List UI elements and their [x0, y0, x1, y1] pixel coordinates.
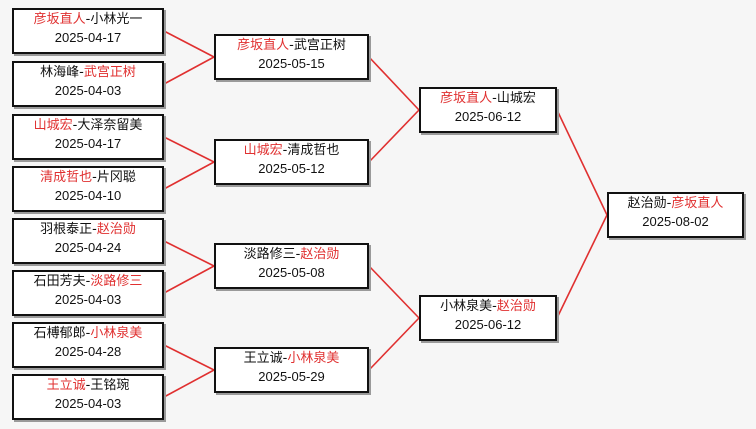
player-1: 小林泉美: [440, 299, 493, 314]
match-final: 赵治勋-彦坂直人 2025-08-02: [607, 192, 744, 238]
match-date: 2025-04-03: [54, 83, 122, 98]
connector-match-r3-2-to-match-final: [556, 214, 608, 319]
match-date: 2025-06-12: [454, 109, 522, 124]
player-1: 赵治勋: [627, 196, 667, 211]
player-1: 林海峰: [40, 65, 80, 80]
match-r2-2: 山城宏-清成哲也 2025-05-12: [214, 139, 369, 185]
match-players: 石榑郁郎-小林泉美: [33, 326, 143, 341]
connector-match-r1-3-to-match-r2-2: [163, 136, 215, 163]
player-2: 彦坂直人: [671, 196, 724, 211]
player-1: 清成哲也: [40, 170, 93, 185]
connector-match-r1-4-to-match-r2-2: [163, 161, 215, 190]
player-2: 小林光一: [90, 12, 143, 27]
match-players: 彦坂直人-小林光一: [33, 12, 143, 27]
match-r1-1: 彦坂直人-小林光一 2025-04-17: [12, 8, 164, 54]
match-date: 2025-04-17: [54, 30, 122, 45]
match-players: 小林泉美-赵治勋: [440, 299, 536, 314]
player-1: 淡路修三: [243, 247, 296, 262]
match-r3-1: 彦坂直人-山城宏 2025-06-12: [419, 87, 557, 133]
match-players: 彦坂直人-山城宏: [440, 91, 536, 106]
connector-match-r1-1-to-match-r2-1: [163, 30, 215, 58]
player-1: 山城宏: [33, 118, 73, 133]
match-date: 2025-05-08: [258, 265, 325, 280]
connector-match-r2-1-to-match-r3-1: [368, 56, 420, 111]
connector-match-r2-4-to-match-r3-2: [368, 317, 420, 371]
player-2: 小林泉美: [287, 351, 340, 366]
match-date: 2025-05-15: [258, 56, 325, 71]
match-date: 2025-04-10: [54, 188, 122, 203]
player-1: 山城宏: [243, 143, 283, 158]
player-2: 小林泉美: [90, 326, 143, 341]
player-2: 片冈聪: [96, 170, 136, 185]
player-2: 淡路修三: [90, 274, 143, 289]
match-r2-4: 王立诚-小林泉美 2025-05-29: [214, 347, 369, 393]
match-r3-2: 小林泉美-赵治勋 2025-06-12: [419, 295, 557, 341]
match-date: 2025-04-28: [54, 344, 122, 359]
connector-match-r3-1-to-match-final: [556, 109, 608, 216]
player-2: 赵治勋: [496, 299, 536, 314]
match-r2-3: 淡路修三-赵治勋 2025-05-08: [214, 243, 369, 289]
match-date: 2025-04-17: [54, 136, 122, 151]
connector-match-r1-7-to-match-r2-4: [163, 344, 215, 371]
player-2: 王铭琬: [90, 378, 130, 393]
match-r1-5: 羽根泰正-赵治勋 2025-04-24: [12, 218, 164, 264]
connector-match-r1-6-to-match-r2-3: [163, 265, 215, 294]
player-2: 武宫正树: [293, 38, 346, 53]
match-date: 2025-05-29: [258, 369, 325, 384]
player-1: 羽根泰正: [40, 222, 93, 237]
match-players: 淡路修三-赵治勋: [243, 247, 340, 262]
match-date: 2025-05-12: [258, 161, 325, 176]
match-players: 赵治勋-彦坂直人: [627, 196, 724, 211]
match-players: 山城宏-大泽奈留美: [33, 118, 143, 133]
match-players: 山城宏-清成哲也: [243, 143, 340, 158]
match-date: 2025-08-02: [642, 214, 709, 229]
connector-match-r1-8-to-match-r2-4: [163, 369, 215, 398]
player-1: 石田芳夫: [33, 274, 86, 289]
player-2: 山城宏: [496, 91, 536, 106]
connector-match-r1-2-to-match-r2-1: [163, 56, 215, 85]
connector-match-r2-2-to-match-r3-1: [368, 109, 420, 163]
match-players: 彦坂直人-武宫正树: [237, 38, 346, 53]
player-1: 王立诚: [46, 378, 86, 393]
player-1: 王立诚: [243, 351, 283, 366]
match-players: 王立诚-王铭琬: [46, 378, 130, 393]
player-1: 石榑郁郎: [33, 326, 86, 341]
match-r1-7: 石榑郁郎-小林泉美 2025-04-28: [12, 322, 164, 368]
match-date: 2025-04-03: [54, 396, 122, 411]
player-2: 武宫正树: [83, 65, 136, 80]
match-date: 2025-04-24: [54, 240, 122, 255]
player-2: 大泽奈留美: [77, 118, 143, 133]
match-players: 王立诚-小林泉美: [243, 351, 340, 366]
connector-match-r1-5-to-match-r2-3: [163, 240, 215, 267]
player-1: 彦坂直人: [33, 12, 86, 27]
player-2: 清成哲也: [287, 143, 340, 158]
match-players: 清成哲也-片冈聪: [40, 170, 136, 185]
match-players: 羽根泰正-赵治勋: [40, 222, 136, 237]
match-r1-4: 清成哲也-片冈聪 2025-04-10: [12, 166, 164, 212]
match-r1-2: 林海峰-武宫正树 2025-04-03: [12, 61, 164, 107]
match-players: 林海峰-武宫正树: [40, 65, 136, 80]
player-2: 赵治勋: [300, 247, 340, 262]
match-r1-3: 山城宏-大泽奈留美 2025-04-17: [12, 114, 164, 160]
connector-match-r2-3-to-match-r3-2: [368, 265, 420, 319]
match-r1-8: 王立诚-王铭琬 2025-04-03: [12, 374, 164, 420]
match-players: 石田芳夫-淡路修三: [33, 274, 143, 289]
match-date: 2025-04-03: [54, 292, 122, 307]
player-1: 彦坂直人: [237, 38, 290, 53]
player-1: 彦坂直人: [440, 91, 493, 106]
match-r1-6: 石田芳夫-淡路修三 2025-04-03: [12, 270, 164, 316]
match-r2-1: 彦坂直人-武宫正树 2025-05-15: [214, 34, 369, 80]
player-2: 赵治勋: [96, 222, 136, 237]
match-date: 2025-06-12: [454, 317, 522, 332]
